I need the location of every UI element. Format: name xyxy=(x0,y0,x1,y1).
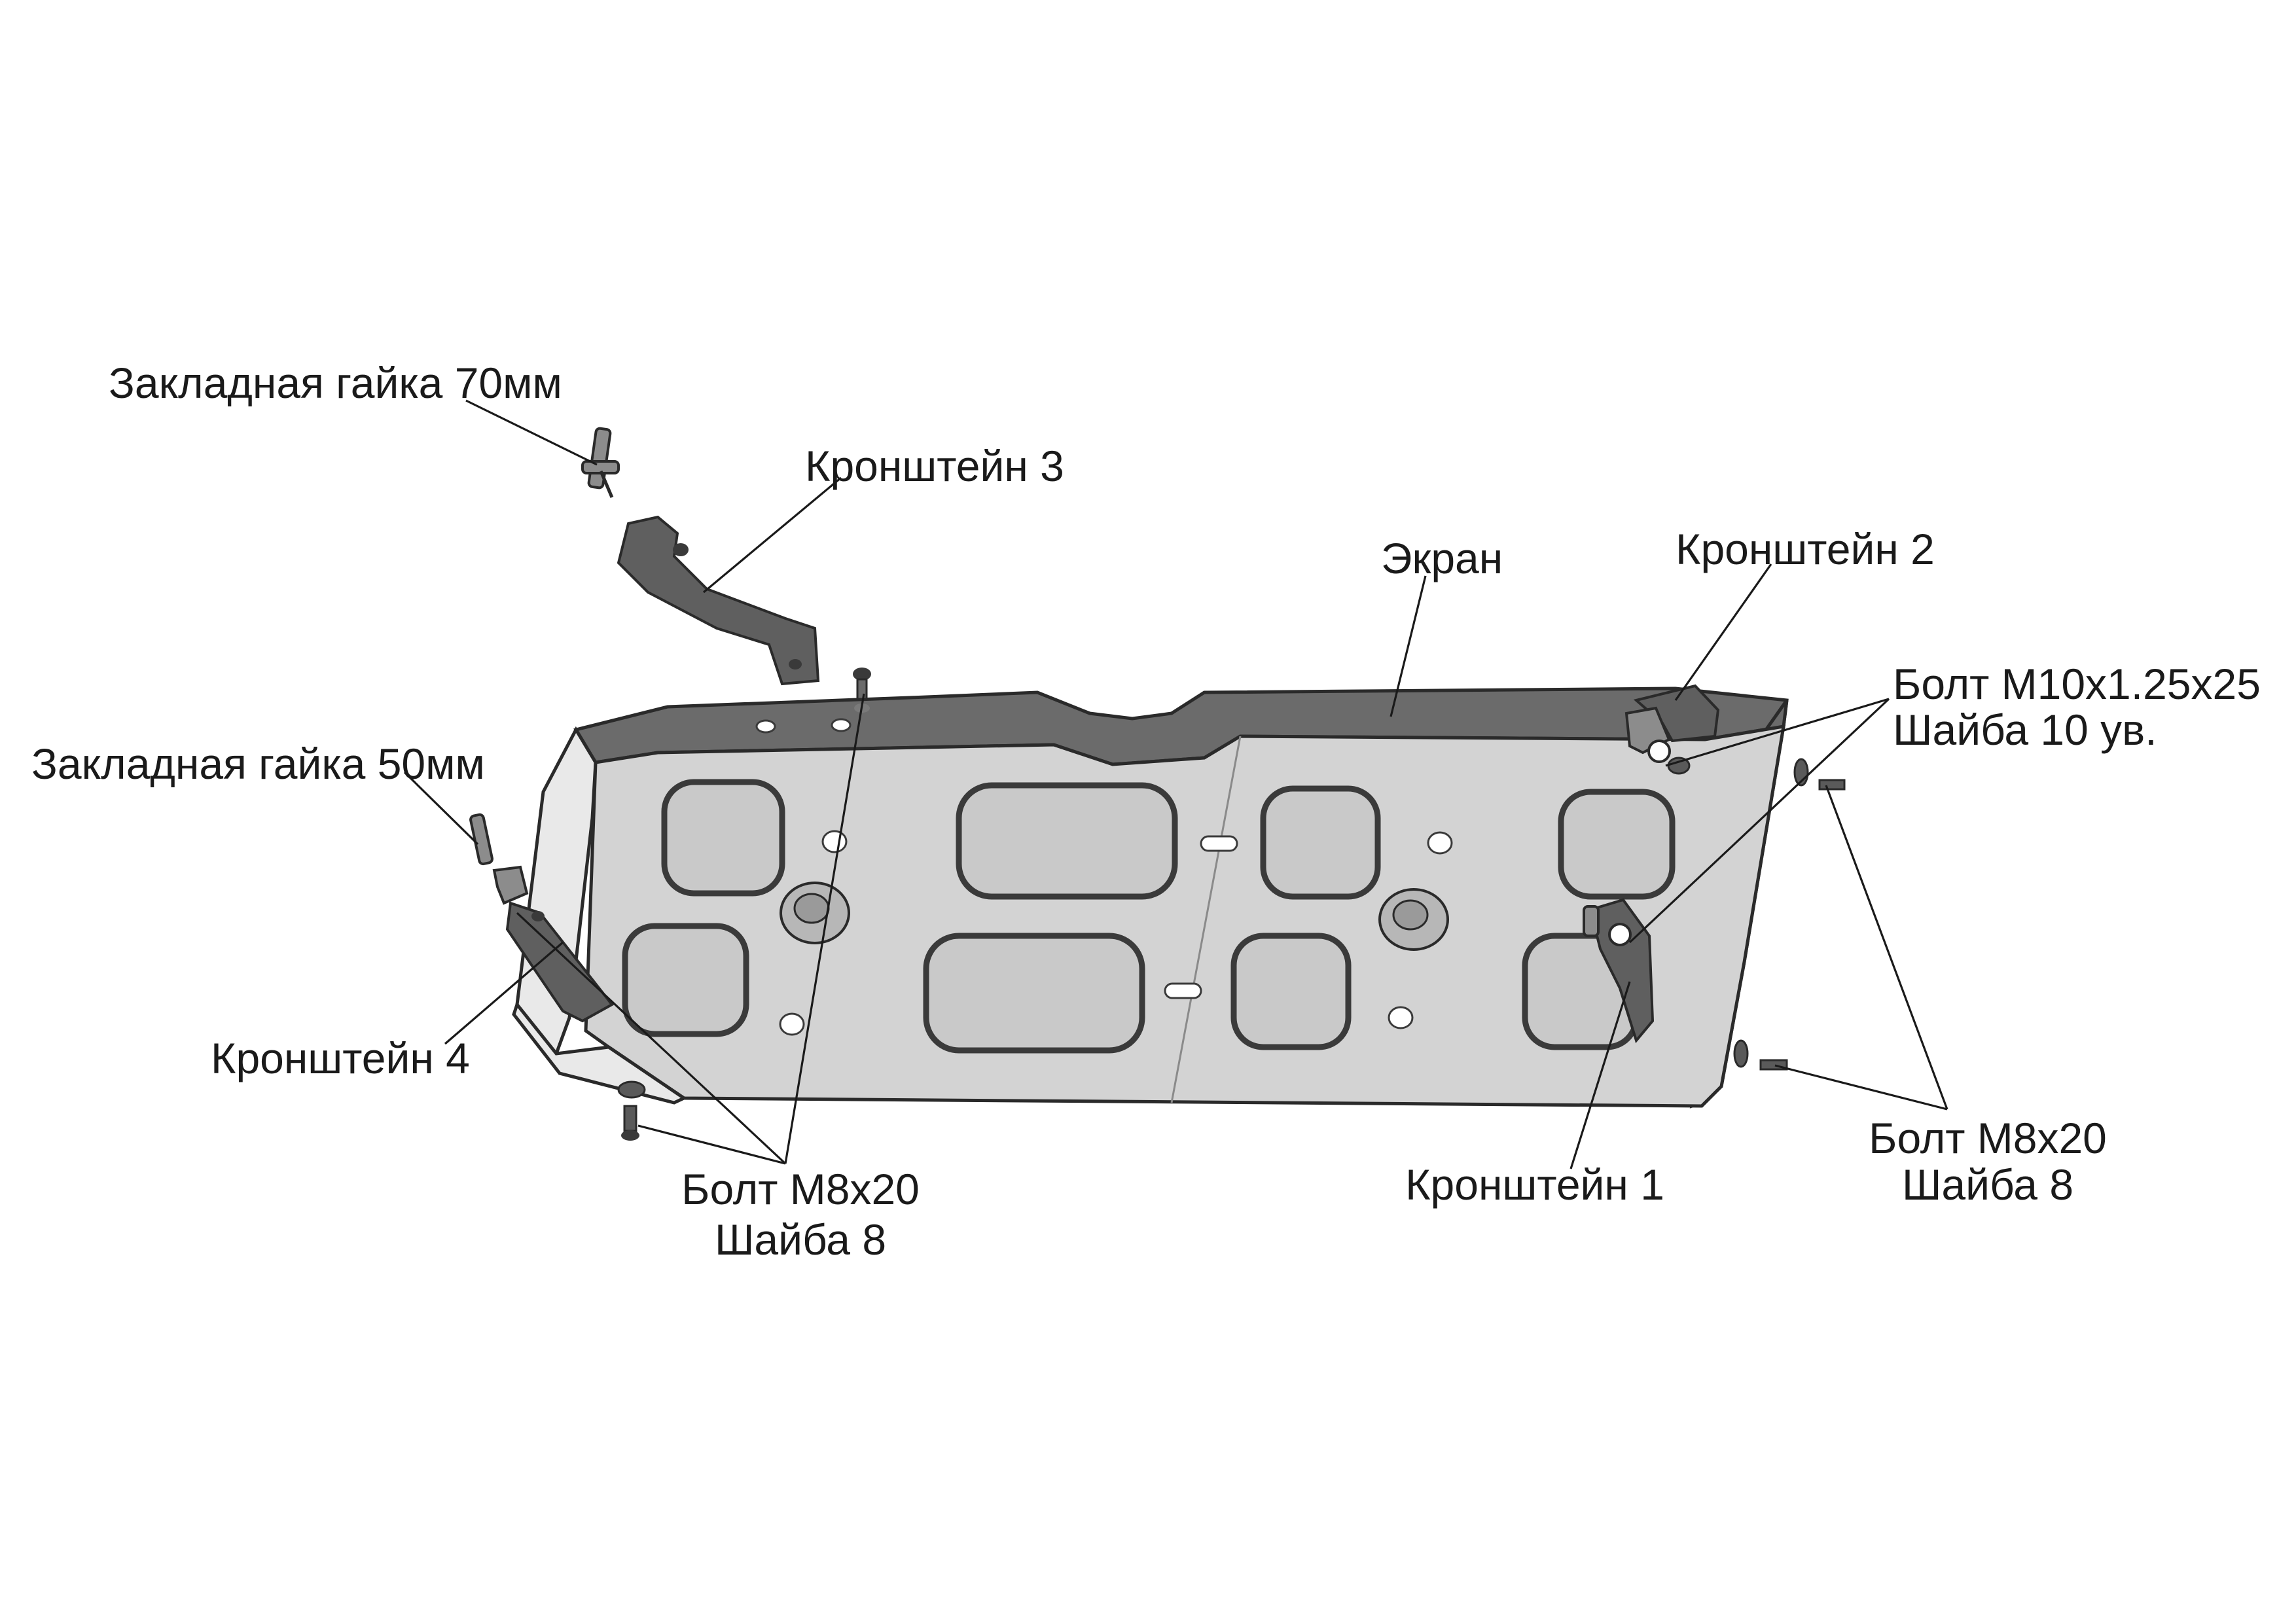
label-bracket-4: Кронштейн 4 xyxy=(211,1034,470,1082)
leader-bolt10-b xyxy=(1628,698,1890,944)
rib-recess xyxy=(1558,789,1676,900)
leader-nut70 xyxy=(465,399,598,466)
leader-bolt8-right-b xyxy=(1774,1064,1948,1111)
round-hole xyxy=(755,719,776,734)
label-embedded-nut-50: Закладная гайка 50мм xyxy=(31,740,485,788)
shield-plate xyxy=(512,687,1789,1109)
rib-recess xyxy=(622,923,749,1037)
leader-lines xyxy=(403,399,1948,1169)
rib-recess xyxy=(661,779,785,897)
leader-bracket2 xyxy=(1674,563,1772,701)
bracket-2 xyxy=(1624,684,1720,763)
leader-bracket4 xyxy=(444,941,564,1045)
plate-seam xyxy=(1170,736,1242,1103)
round-hole xyxy=(779,1012,805,1036)
label-washer-10: Шайба 10 ув. xyxy=(1893,705,2157,754)
round-hole xyxy=(831,718,852,732)
label-washer-8-center: Шайба 8 xyxy=(715,1215,886,1264)
label-embedded-nut-70: Закладная гайка 70мм xyxy=(109,359,562,407)
label-bracket-3: Кронштейн 3 xyxy=(805,442,1064,490)
leader-bolt8-center-a xyxy=(784,693,865,1164)
leader-bolt10-a xyxy=(1665,698,1890,767)
round-hole xyxy=(1388,1006,1414,1029)
leader-bolt8-center-c xyxy=(637,1124,786,1165)
bolt-left-bottom xyxy=(617,1080,646,1141)
label-bracket-2: Кронштейн 2 xyxy=(1676,525,1935,573)
leader-bracket3 xyxy=(702,476,842,594)
embedded-nut-70 xyxy=(581,427,620,498)
slot-hole xyxy=(1164,982,1202,999)
drain-boss-center xyxy=(793,893,830,924)
rib-recess xyxy=(1260,785,1381,900)
bracket-3 xyxy=(617,515,820,686)
round-hole xyxy=(821,830,848,853)
round-hole xyxy=(1427,831,1453,855)
plate-lower-left-flange xyxy=(512,1001,688,1105)
label-washer-8-right: Шайба 8 xyxy=(1902,1160,2073,1209)
label-bracket-1: Кронштейн 1 xyxy=(1405,1160,1664,1209)
leader-screen xyxy=(1390,575,1427,717)
rib-recess xyxy=(956,782,1178,900)
label-bolt-m10: Болт М10х1.25х25 xyxy=(1893,660,2261,708)
label-bolt-m8-center: Болт М8х20 xyxy=(681,1165,920,1213)
rib-recess xyxy=(1230,933,1352,1050)
slot-hole xyxy=(1200,835,1238,852)
washer-right-bottom xyxy=(1733,1039,1788,1071)
leader-bolt8-right-a xyxy=(1825,785,1948,1110)
leader-nut50 xyxy=(403,771,479,846)
embedded-nut-50 xyxy=(469,813,529,905)
label-bolt-m8-right: Болт М8х20 xyxy=(1869,1114,2107,1162)
leader-bracket1 xyxy=(1570,981,1631,1169)
leader-bolt8-center-b xyxy=(516,912,787,1165)
bracket-4 xyxy=(505,901,615,1023)
label-screen: Экран xyxy=(1381,534,1503,582)
rib-recess xyxy=(923,933,1145,1054)
drain-boss-center xyxy=(1392,899,1429,931)
